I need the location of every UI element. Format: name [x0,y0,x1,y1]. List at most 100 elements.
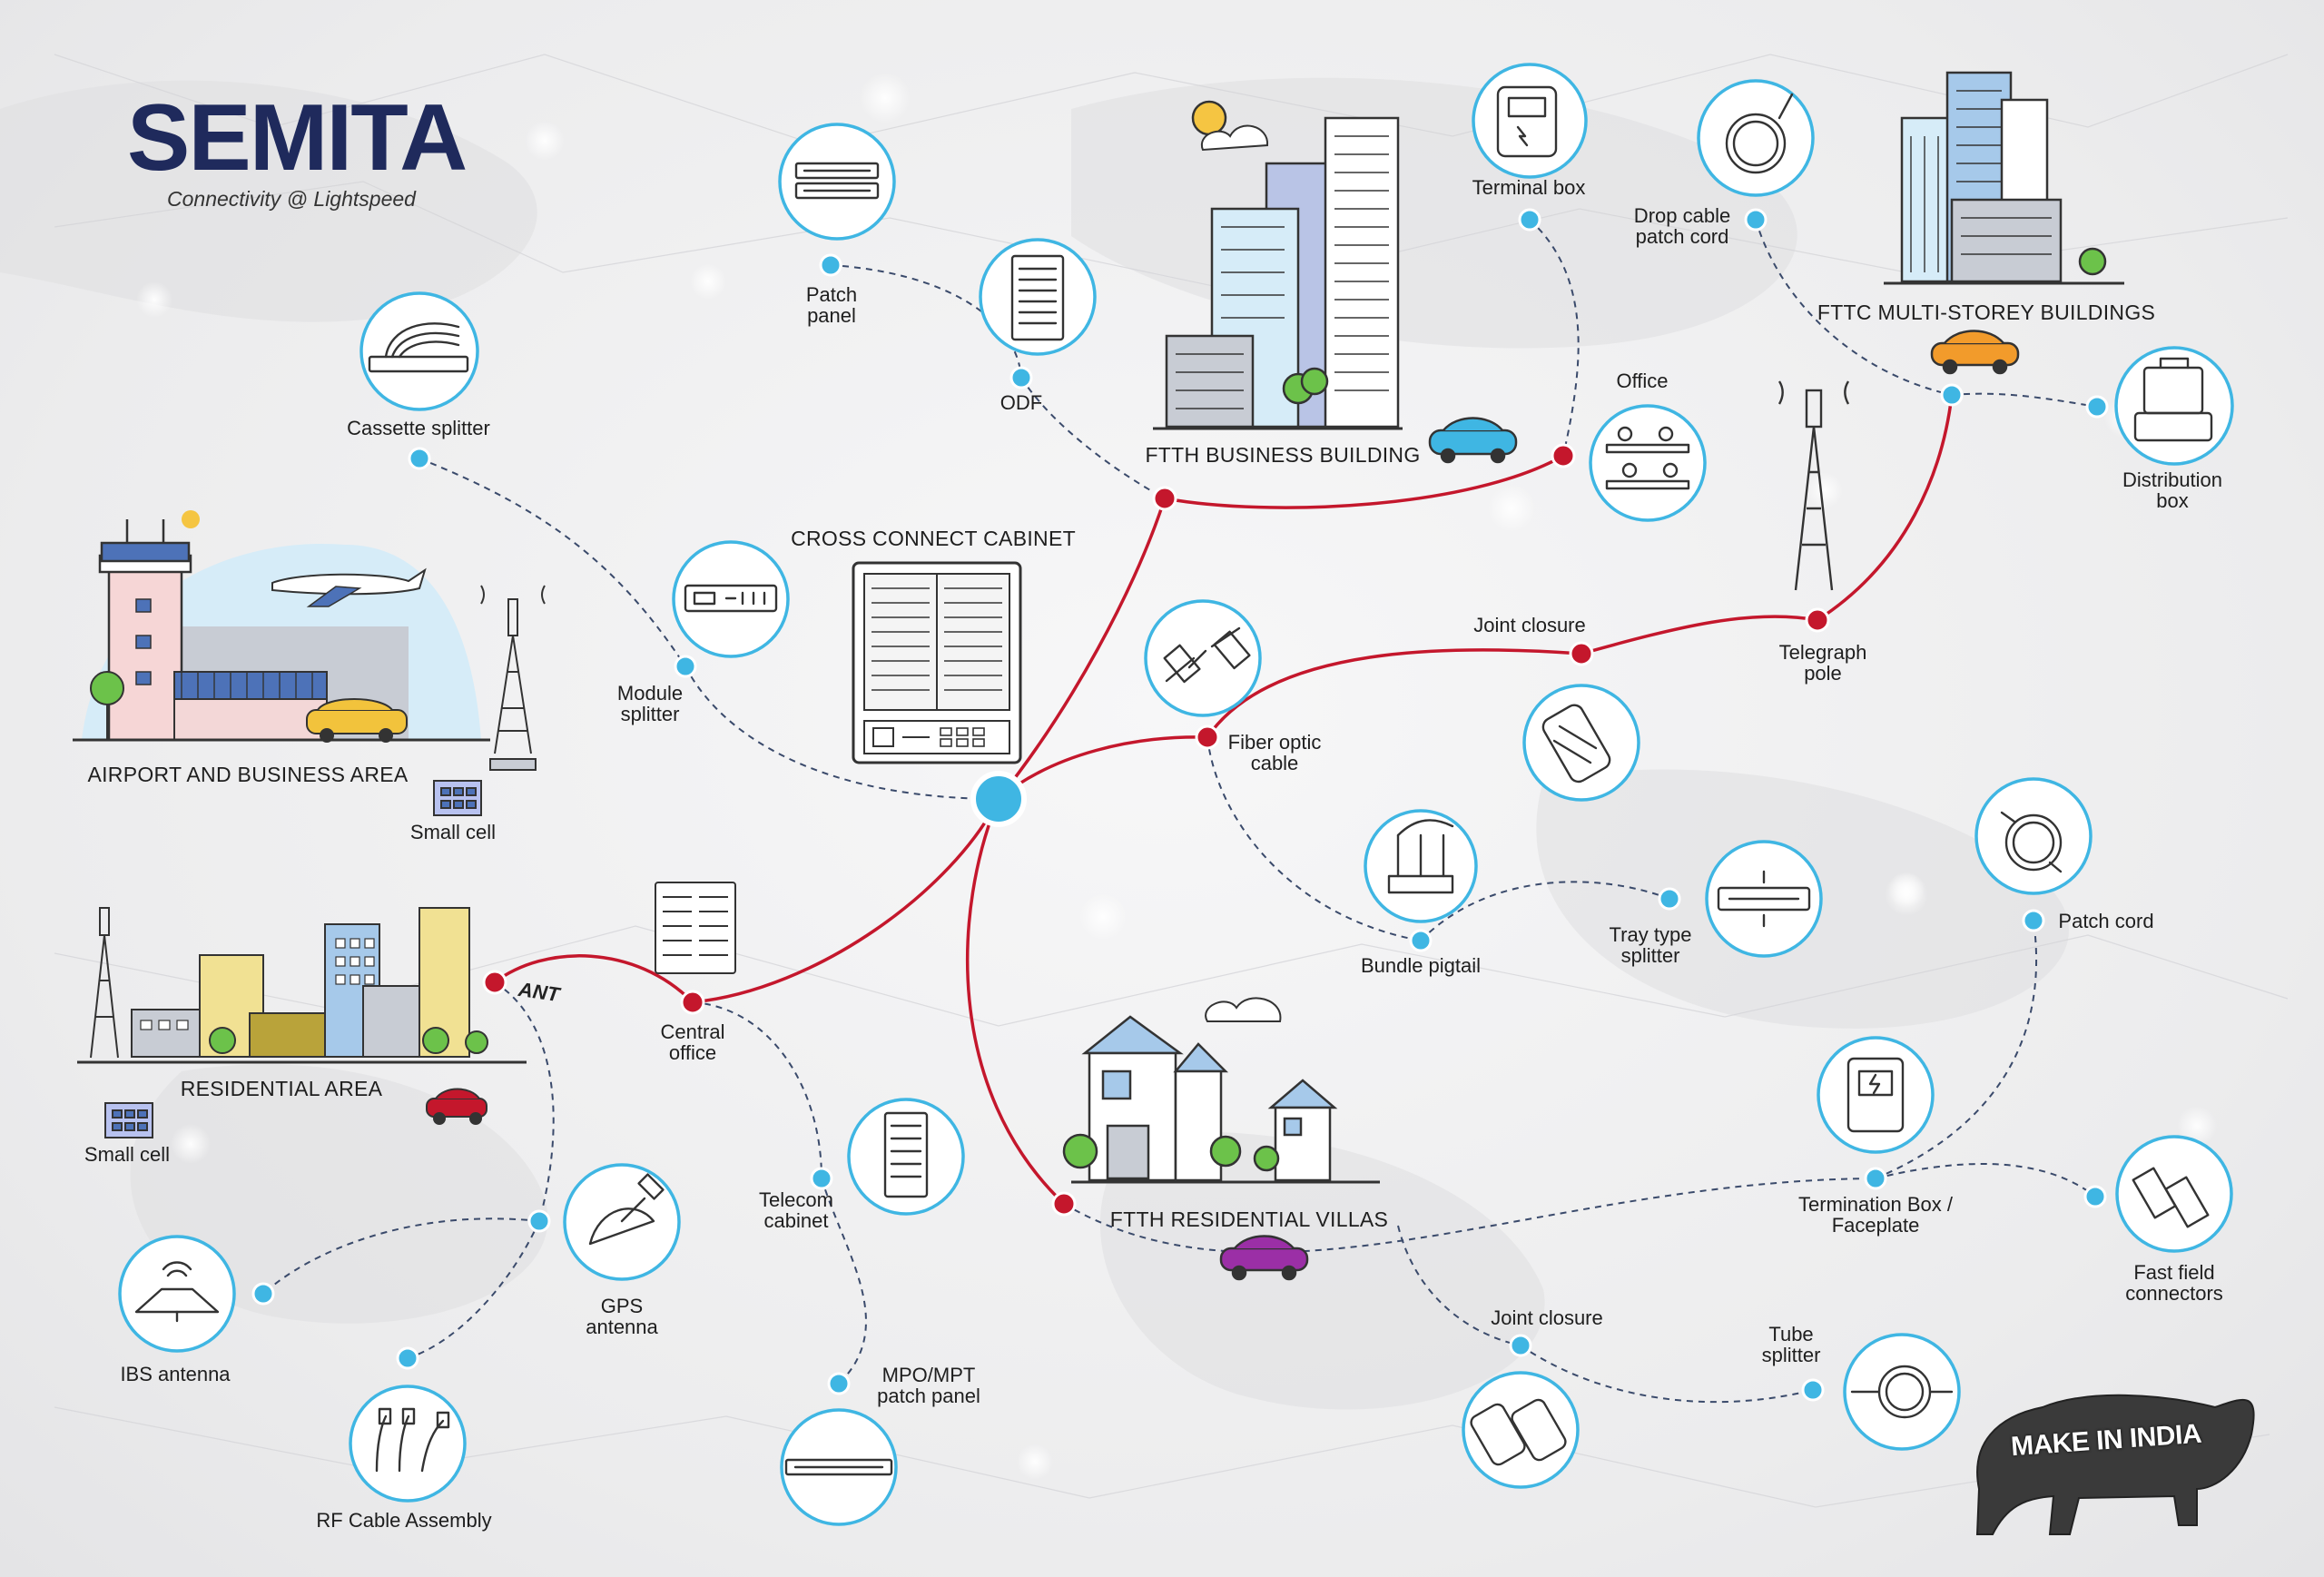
small-cell-airport-icon [433,780,482,816]
label-bundle-pigtail: Bundle pigtail [1360,954,1482,977]
termination-box-icon [1846,1057,1905,1133]
trunk-business [997,498,1167,801]
fast-connector-icon [2132,1167,2210,1228]
cassette-splitter-icon [368,322,469,373]
telegraph-pole-illustration [1777,380,1850,591]
node-telecom [810,1167,833,1190]
trunk-joint-top [1206,648,1582,738]
icon-rings [118,63,2234,1526]
branch-odf [1020,377,1166,499]
node-gps [527,1209,551,1233]
node-terminal-box [1518,208,1541,232]
label-module-splitter: Module splitter [616,682,684,725]
trunk-fiber [997,735,1208,801]
label-mpo-panel: MPO/MPT patch panel [877,1364,980,1407]
label-patch-panel: Patch panel [805,283,858,327]
node-multistorey [1940,383,1964,407]
distribution-box-icon [2133,357,2213,442]
branch-drop-cable [1755,219,1953,396]
terminal-box-icon [1496,85,1558,158]
label-drop-cable: Drop cable patch cord [1633,204,1731,248]
node-bundle [1409,929,1433,952]
label-terminal-box: Terminal box [1472,176,1586,199]
label-telegraph-pole: Telegraph pole [1778,641,1867,685]
area-airport-label: AIRPORT AND BUSINESS AREA [87,763,409,786]
airport-illustration [73,510,546,771]
cable-coil-icon [1725,93,1794,174]
residential-area-illustration [77,907,527,1125]
branch-cassette [419,458,686,667]
ring-terminal-box [1472,63,1588,179]
area-business-building-label: FTTH BUSINESS BUILDING [1145,443,1421,467]
trunk-central [692,798,1000,1004]
airport-tower [480,585,546,771]
patch-panel-icon [794,162,880,200]
node-rf [396,1346,419,1370]
node-odf [1009,366,1033,389]
server-rack-icon [883,1111,929,1198]
label-small-cell-airport: Small cell [409,821,497,843]
tray-splitter-icon [1717,870,1811,928]
label-cassette-splitter: Cassette splitter [347,417,490,439]
central-office-illustration [655,882,736,974]
label-patch-cord: Patch cord [2058,910,2154,932]
villas-illustration [1062,997,1380,1281]
node-business [1152,486,1177,511]
branch-ant-gps [494,981,555,1222]
make-in-india-lion [1975,1394,2255,1535]
branch-ibs [262,1217,540,1295]
satellite-dish-icon [588,1173,665,1246]
node-central [680,990,705,1015]
ring-patch-panel [778,123,896,241]
ring-telecom [847,1098,965,1216]
tube-splitter-icon [1850,1365,1954,1419]
ring-fast [2115,1135,2233,1253]
branch-module [684,665,1000,800]
branch-patch-cord [1875,920,2038,1179]
branch-patch-panel [830,264,1022,379]
ring-drop-cable [1697,79,1815,197]
node-office [1551,443,1576,468]
label-fiber-optic-cable: Fiber optic cable [1227,731,1322,774]
junction-nodes [251,208,2109,1402]
label-fast-connectors: Fast field connectors [2125,1261,2223,1305]
ring-distribution-box [2114,346,2234,466]
node-joint-top [1569,641,1594,666]
joint-closure-pair-icon [1470,1398,1567,1466]
branch-rf [407,1220,540,1359]
hub-label: CROSS CONNECT CABINET [791,527,1076,550]
label-joint-closure-bottom: Joint closure [1491,1306,1603,1329]
branch-bundle-pigtail [1206,736,1422,941]
node-patch-panel [819,253,842,277]
small-cell-residential-icon [104,1102,153,1138]
ring-odf [979,238,1097,356]
label-rf-cable: RF Cable Assembly [316,1509,492,1532]
label-joint-closure-top: Joint closure [1473,614,1586,636]
node-ibs [251,1282,275,1306]
area-residential-label: RESIDENTIAL AREA [180,1077,383,1100]
branch-villas-termination [1063,1178,1876,1254]
trunk-ant [493,954,694,1004]
node-pole [1805,607,1830,633]
trunk-pole [1581,615,1818,655]
hub-node [970,771,1027,827]
branch-fast-connectors [1875,1163,2096,1198]
brand-tagline: Connectivity @ Lightspeed [167,187,416,211]
trunk-lines [493,394,1954,1206]
label-termination-box: Termination Box / Faceplate [1798,1193,1953,1237]
node-drop-cable [1744,208,1768,232]
trunk-villas [966,798,1066,1206]
label-distribution-box: Distribution box [2122,468,2223,512]
label-tray-splitter: Tray type splitter [1609,923,1692,967]
patch-cord-icon [2000,811,2063,873]
odf-rack-icon [1010,254,1065,341]
ring-joint-top [1522,684,1640,802]
label-office: Office [1616,370,1669,392]
business-building-illustration [1153,100,1518,464]
brand-logo: SEMITA Connectivity @ Lightspeed [127,91,468,212]
cabinet-illustration [852,561,1022,764]
branch-tube [1520,1345,1814,1404]
ring-ibs [118,1235,236,1353]
node-ant [482,970,507,995]
